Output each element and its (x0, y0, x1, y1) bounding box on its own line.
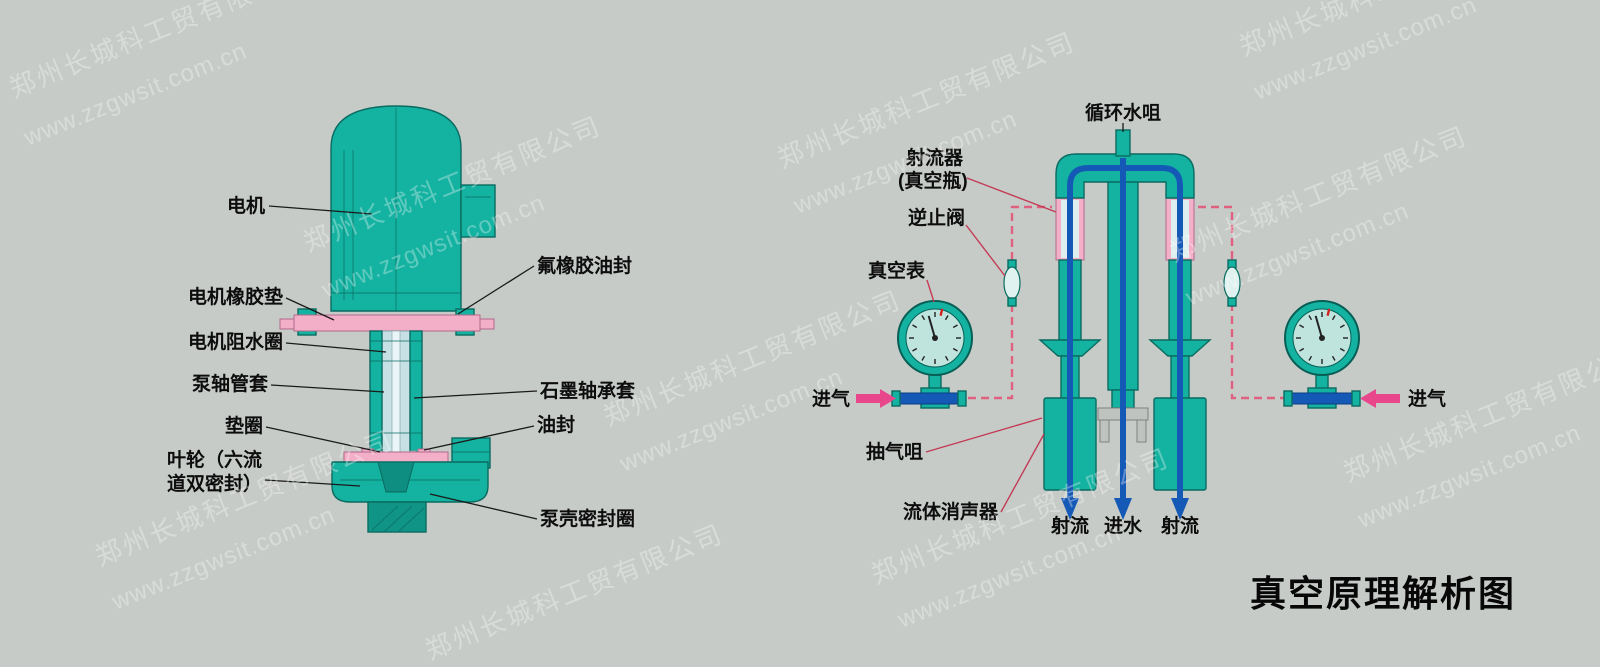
label-check-valve: 逆止阀 (908, 206, 965, 229)
air-inlet-arrow-right (1360, 389, 1400, 408)
label-impeller-line2: 道双密封） (167, 472, 262, 495)
vacuum-gauge-left (856, 300, 973, 409)
gauge-needle-right (1314, 315, 1323, 339)
vacuum-leader-lines (925, 123, 1124, 513)
vacuum-dashed-lines (968, 205, 1288, 400)
jet-arrow-left (1061, 498, 1079, 520)
vacuum-diagram: 循环水咀 射流器 (真空瓶) 逆止阀 真空表 进气 进气 抽气咀 流体消声器 射… (812, 101, 1446, 537)
water-inlet-arrow (1114, 498, 1132, 520)
gauge-ticks-right (1296, 312, 1348, 364)
check-valve-right (1223, 259, 1241, 307)
label-air-inlet-left: 进气 (812, 387, 850, 410)
check-valve-left (1003, 259, 1021, 307)
label-jet-device-line2: (真空瓶) (898, 169, 968, 192)
label-motor-water-seal-ring: 电机阻水圈 (188, 330, 283, 353)
label-graphite-bearing-sleeve: 石墨轴承套 (539, 379, 636, 402)
gauge-red-mark-right (1326, 308, 1331, 316)
watermark-company: 郑州长城科工贸有限公司 (421, 518, 728, 665)
label-motor: 电机 (227, 194, 265, 217)
label-pump-casing-seal-ring: 泵壳密封圈 (540, 507, 635, 530)
label-fluoro-rubber-oil-seal: 氟橡胶油封 (537, 254, 632, 277)
vacuum-gauge-right (1283, 300, 1400, 409)
vacuum-labels: 循环水咀 射流器 (真空瓶) 逆止阀 真空表 进气 进气 抽气咀 流体消声器 射… (812, 101, 1446, 537)
pump-leader-lines (264, 205, 538, 520)
impeller-hub (377, 461, 415, 493)
label-impeller-line1: 叶轮（六流 (167, 448, 262, 471)
gauge-ticks-left (909, 312, 961, 364)
label-vacuum-gauge: 真空表 (868, 259, 926, 282)
label-jet-flow-left: 射流 (1050, 514, 1089, 537)
label-oil-seal: 油封 (537, 413, 575, 436)
label-air-extraction-nozzle: 抽气咀 (866, 440, 923, 463)
label-pump-shaft-sleeve: 泵轴管套 (192, 372, 269, 395)
jet-arrow-right (1171, 498, 1189, 520)
motor-junction-box (460, 184, 496, 238)
gauge-red-mark-left (939, 308, 944, 316)
water-pipes (1061, 158, 1189, 520)
circulating-nozzle (1115, 129, 1131, 157)
air-inlet-arrow-left (856, 389, 896, 408)
label-motor-rubber-pad: 电机橡胶垫 (188, 285, 283, 308)
pump-flange (279, 308, 495, 336)
pump-motor (330, 105, 496, 312)
diagram-title: 真空原理解析图 (1250, 573, 1516, 614)
pump-labels: 电机 电机橡胶垫 电机阻水圈 泵轴管套 垫圈 叶轮（六流 道双密封） 氟橡胶油封… (167, 194, 636, 530)
label-air-inlet-right: 进气 (1408, 387, 1446, 410)
gauge-needle-left (927, 315, 936, 339)
label-water-inlet: 进水 (1104, 515, 1143, 537)
label-washer: 垫圈 (225, 415, 263, 437)
label-jet-flow-right: 射流 (1160, 514, 1199, 537)
pump-diagram: 电机 电机橡胶垫 电机阻水圈 泵轴管套 垫圈 叶轮（六流 道双密封） 氟橡胶油封… (167, 105, 636, 533)
label-fluid-muffler: 流体消声器 (903, 500, 999, 523)
pump-impeller-housing (331, 437, 491, 503)
label-jet-device-line1: 射流器 (905, 146, 964, 169)
label-circulating-water-nozzle: 循环水咀 (1085, 101, 1161, 124)
pump-base (367, 501, 427, 533)
